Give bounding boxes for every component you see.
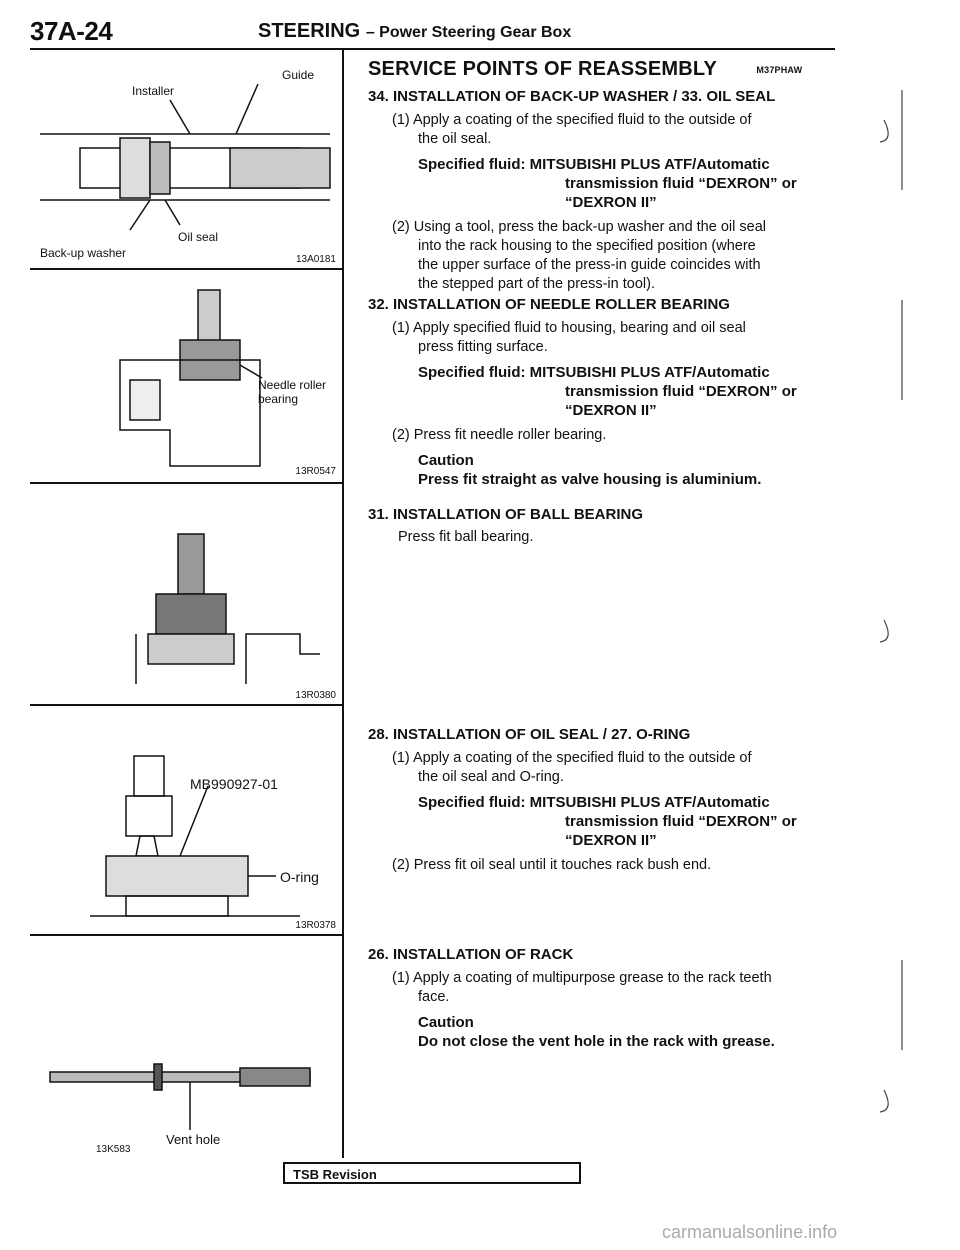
- step-text: (1) Apply specified fluid to housing, be…: [392, 320, 746, 336]
- step-text: (1) Apply a coating of the specified flu…: [392, 750, 752, 766]
- header-rule: [30, 48, 835, 50]
- spec-text: “DEXRON II”: [565, 832, 657, 849]
- figure-column: Installer Guide Oil seal Back-up washer …: [30, 50, 344, 1158]
- ball-bearing-illustration: [135, 533, 320, 684]
- step-text: the stepped part of the press-in tool).: [418, 276, 655, 292]
- heading-28: 28. INSTALLATION OF OIL SEAL / 27. O-RIN…: [368, 726, 691, 743]
- spec-fluid-28: Specified fluid: MITSUBISHI PLUS ATF/Aut…: [418, 793, 838, 850]
- figure-oil-seal: Installer Guide Oil seal Back-up washer …: [30, 50, 342, 270]
- heading-26: 26. INSTALLATION OF RACK: [368, 946, 574, 963]
- step-34-1: (1) Apply a coating of the specified flu…: [392, 111, 838, 149]
- heading-34: 34. INSTALLATION OF BACK-UP WASHER / 33.…: [368, 88, 776, 105]
- needle-roller-bearing-illustration: [119, 289, 263, 467]
- spec-text: Specified fluid: MITSUBISHI PLUS ATF/Aut…: [418, 794, 770, 811]
- spec-text: transmission fluid “DEXRON” or: [565, 383, 797, 400]
- caution-26: Caution Do not close the vent hole in th…: [418, 1013, 838, 1051]
- step-text: (1) Apply a coating of the specified flu…: [392, 112, 752, 128]
- section-heading-text: SERVICE POINTS OF REASSEMBLY: [368, 58, 717, 80]
- caution-label: Caution: [418, 1014, 474, 1031]
- spec-text: “DEXRON II”: [565, 402, 657, 419]
- label-installer: Installer: [132, 84, 175, 98]
- caution-32: Caution Press fit straight as valve hous…: [418, 451, 838, 489]
- spec-text: “DEXRON II”: [565, 194, 657, 211]
- label-vent-hole: Vent hole: [166, 1132, 221, 1147]
- section-heading: SERVICE POINTS OF REASSEMBLY M37PHAW: [368, 58, 838, 81]
- tsb-revision-box: TSB Revision: [283, 1162, 581, 1184]
- section-32: 32. INSTALLATION OF NEEDLE ROLLER BEARIN…: [368, 296, 838, 489]
- watermark: carmanualsonline.info: [662, 1222, 838, 1242]
- spec-fluid-32: Specified fluid: MITSUBISHI PLUS ATF/Aut…: [418, 363, 838, 420]
- spec-fluid-34: Specified fluid: MITSUBISHI PLUS ATF/Aut…: [418, 155, 838, 212]
- step-text: (2) Using a tool, press the back-up wash…: [392, 219, 766, 235]
- caution-label: Caution: [418, 452, 474, 469]
- step-28-2: (2) Press fit oil seal until it touches …: [392, 856, 838, 875]
- figure-rack-vent-hole: Vent hole 13K583: [30, 936, 342, 1158]
- label-oil-seal: Oil seal: [178, 230, 219, 244]
- label-special-tool: MB990927-01: [190, 776, 278, 792]
- page-number: 37A-24: [30, 16, 113, 46]
- step-text: press fitting surface.: [418, 339, 548, 355]
- step-text: (2) Press fit oil seal until it touches …: [392, 857, 712, 873]
- rack-illustration: [49, 1063, 311, 1130]
- oil-seal-illustration: [40, 83, 331, 231]
- label-bearing: bearing: [258, 392, 299, 406]
- figure-code: 13K583: [96, 1144, 131, 1155]
- figure-o-ring: MB990927-01 O-ring 13R0378: [30, 706, 342, 936]
- figure-code: 13R0547: [295, 466, 336, 477]
- caution-text: Do not close the vent hole in the rack w…: [418, 1033, 775, 1050]
- label-o-ring: O-ring: [280, 869, 319, 885]
- text-31: Press fit ball bearing.: [398, 529, 534, 545]
- section-31: 31. INSTALLATION OF BALL BEARING Press f…: [368, 506, 838, 545]
- figure-code: 13R0378: [295, 920, 336, 931]
- page-title: STEERING – Power Steering Gear Box: [258, 20, 571, 43]
- service-points-title: SERVICE POINTS OF REASSEMBLY M37PHAW: [368, 58, 838, 81]
- step-text: (2) Press fit needle roller bearing.: [392, 427, 607, 443]
- section-code: M37PHAW: [756, 64, 803, 75]
- section-26: 26. INSTALLATION OF RACK (1) Apply a coa…: [368, 946, 838, 1051]
- caution-text: Press fit straight as valve housing is a…: [418, 471, 762, 488]
- subsection-title: – Power Steering Gear Box: [365, 24, 572, 41]
- figure-needle-roller-bearing: Needle roller bearing 13R0547: [30, 270, 342, 484]
- step-32-2: (2) Press fit needle roller bearing.: [392, 426, 838, 445]
- figure-code: 13A0181: [295, 254, 336, 265]
- section-title: STEERING: [258, 20, 361, 42]
- spec-text: transmission fluid “DEXRON” or: [565, 813, 797, 830]
- spec-text: Specified fluid: MITSUBISHI PLUS ATF/Aut…: [418, 364, 770, 381]
- step-text: face.: [418, 989, 450, 1005]
- step-text: (1) Apply a coating of multipurpose grea…: [392, 970, 772, 986]
- label-back-up-washer: Back-up washer: [40, 246, 127, 260]
- section-28: 28. INSTALLATION OF OIL SEAL / 27. O-RIN…: [368, 726, 838, 881]
- step-text: into the rack housing to the specified p…: [418, 238, 756, 254]
- heading-32: 32. INSTALLATION OF NEEDLE ROLLER BEARIN…: [368, 296, 730, 313]
- step-34-2: (2) Using a tool, press the back-up wash…: [392, 218, 838, 294]
- step-32-1: (1) Apply specified fluid to housing, be…: [392, 319, 838, 357]
- o-ring-illustration: [90, 755, 300, 917]
- spec-text: Specified fluid: MITSUBISHI PLUS ATF/Aut…: [418, 156, 770, 173]
- step-text: the oil seal.: [418, 131, 492, 147]
- step-26-1: (1) Apply a coating of multipurpose grea…: [392, 969, 838, 1007]
- step-28-1: (1) Apply a coating of the specified flu…: [392, 749, 838, 787]
- step-text: the upper surface of the press-in guide …: [418, 257, 761, 273]
- section-34: 34. INSTALLATION OF BACK-UP WASHER / 33.…: [368, 88, 838, 300]
- figure-ball-bearing: 13R0380: [30, 484, 342, 706]
- label-needle-roller: Needle roller: [258, 378, 327, 392]
- heading-31: 31. INSTALLATION OF BALL BEARING: [368, 506, 644, 523]
- label-guide: Guide: [282, 68, 315, 82]
- margin-bracket-marks: [880, 90, 903, 1113]
- figure-code: 13R0380: [295, 690, 336, 701]
- step-text: the oil seal and O-ring.: [418, 769, 564, 785]
- spec-text: transmission fluid “DEXRON” or: [565, 175, 797, 192]
